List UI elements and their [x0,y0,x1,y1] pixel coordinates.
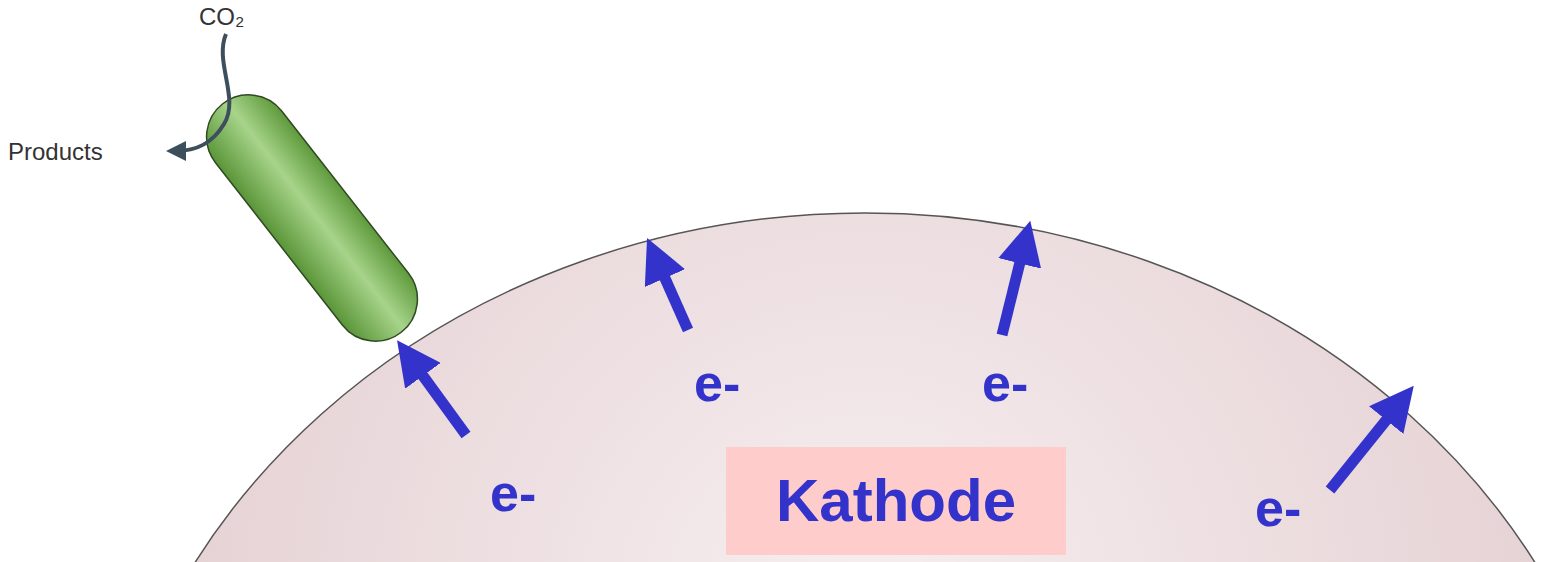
electron-label: e- [982,355,1028,412]
cathode-label: Kathode [776,468,1016,534]
electron-label: e- [490,465,536,522]
product-label: Products [8,139,103,165]
metabolism-arrow [176,34,229,151]
cathode-label-box: Kathode [726,447,1066,555]
electron-label: e- [694,355,740,412]
electron-label: e- [1255,480,1301,537]
formula-label: CO₂ [199,4,244,30]
